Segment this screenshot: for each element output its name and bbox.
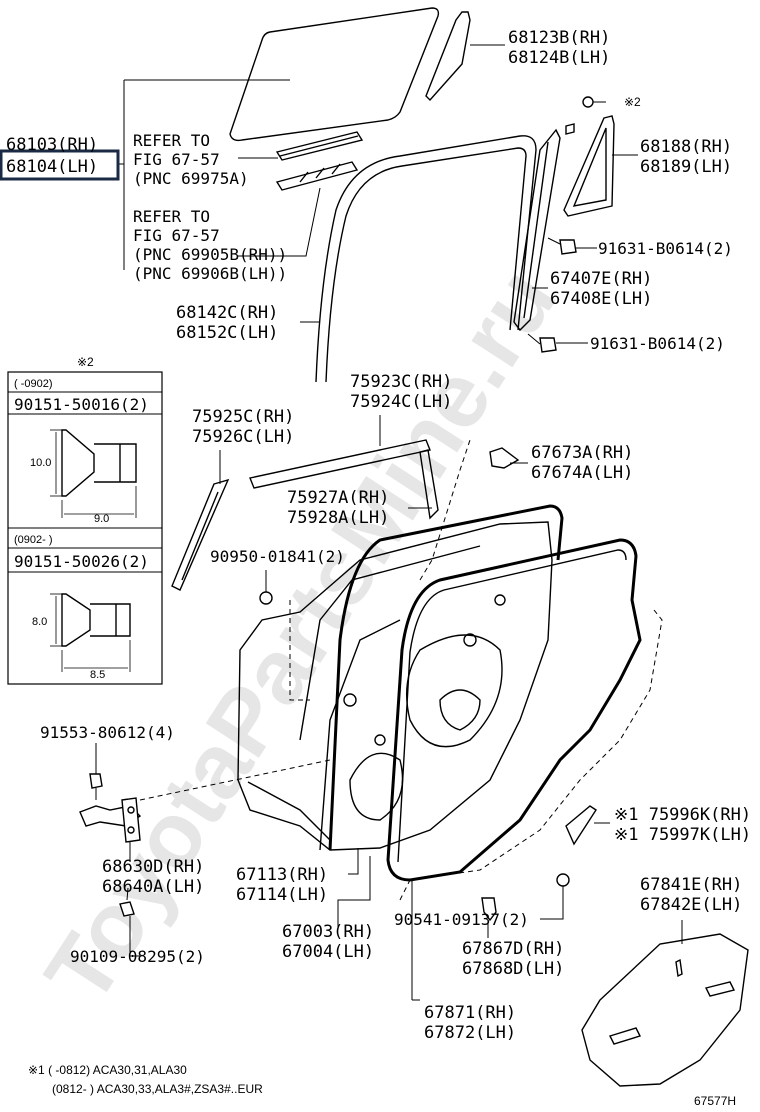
label-star2-top: ※2 — [624, 95, 641, 109]
garnish-75927A[interactable] — [419, 449, 439, 520]
inset-range-2: (0902- ) — [14, 534, 53, 546]
label-67408E[interactable]: 67408E(LH) — [550, 289, 652, 309]
refer-2-line-3[interactable]: (PNC 69905B(RH)) — [133, 245, 287, 264]
hinge-68630D[interactable] — [79, 797, 142, 843]
bolt-91631-a[interactable] — [547, 237, 577, 255]
label-67868D[interactable]: 67868D(LH) — [462, 959, 564, 979]
weatherstrip-outer[interactable] — [275, 161, 359, 191]
label-75924C[interactable]: 75924C(LH) — [350, 392, 452, 412]
pad-75996K[interactable] — [565, 805, 597, 846]
quarter-glass-68188[interactable] — [563, 115, 615, 217]
label-67872[interactable]: 67872(LH) — [424, 1023, 516, 1043]
inset-dim-1-width: 9.0 — [94, 513, 109, 525]
inset-dim-2-width: 8.5 — [90, 669, 105, 681]
inset-dim-1-height: 10.0 — [30, 457, 51, 469]
label-67871[interactable]: 67871(RH) — [424, 1003, 516, 1023]
label-91631-b[interactable]: 91631-B0614(2) — [590, 334, 725, 353]
label-67004[interactable]: 67004(LH) — [282, 942, 374, 962]
screw-90151-50026-icon — [50, 593, 131, 672]
label-75923C[interactable]: 75923C(RH) — [350, 372, 452, 392]
bolt-90109[interactable] — [119, 887, 135, 917]
clip-67867D[interactable] — [481, 897, 497, 922]
label-90541[interactable]: 90541-09137(2) — [394, 910, 529, 929]
weatherstrip-67841-outline — [139, 439, 663, 901]
label-75996K[interactable]: ※1 75996K(RH) — [614, 805, 751, 825]
clip-upper[interactable] — [565, 123, 575, 135]
label-68630D[interactable]: 68630D(RH) — [102, 857, 204, 877]
label-67003[interactable]: 67003(RH) — [282, 922, 374, 942]
plug-90541[interactable] — [556, 873, 570, 887]
label-68123B[interactable]: 68123B(RH) — [508, 28, 610, 48]
bracket-67673A[interactable] — [489, 447, 520, 469]
inset-header: ※2 — [77, 355, 94, 369]
refer-2-line-1: REFER TO — [133, 207, 210, 226]
label-68124B[interactable]: 68124B(LH) — [508, 48, 610, 68]
run-channel-68142C[interactable] — [315, 135, 537, 383]
label-68142C[interactable]: 68142C(RH) — [176, 303, 278, 323]
service-cover-67841E[interactable] — [581, 933, 749, 1087]
label-68640A[interactable]: 68640A(LH) — [102, 877, 204, 897]
label-67867D[interactable]: 67867D(RH) — [462, 939, 564, 959]
label-75926C[interactable]: 75926C(LH) — [192, 427, 294, 447]
label-75927A[interactable]: 75927A(RH) — [287, 488, 389, 508]
garnish-75925C[interactable] — [171, 478, 230, 591]
label-90109[interactable]: 90109-08295(2) — [70, 947, 205, 966]
refer-1-line-3[interactable]: (PNC 69975A) — [133, 169, 249, 188]
plug-90950[interactable] — [259, 591, 273, 605]
screw-upper[interactable] — [582, 96, 606, 108]
label-68152C[interactable]: 68152C(LH) — [176, 323, 278, 343]
inset-dim-2-height: 8.0 — [32, 616, 47, 628]
door-glass-68103[interactable] — [229, 7, 440, 142]
refer-1-line-1: REFER TO — [133, 131, 210, 150]
label-75997K[interactable]: ※1 75997K(LH) — [614, 825, 751, 845]
weatherstrip-inner[interactable] — [275, 131, 364, 161]
inset-range-1: ( -0902) — [14, 378, 53, 390]
label-75925C[interactable]: 75925C(RH) — [192, 407, 294, 427]
inset-part-90151-50026[interactable]: 90151-50026(2) — [14, 552, 149, 571]
label-67842E[interactable]: 67842E(LH) — [640, 895, 742, 915]
bolt-91631-b[interactable] — [527, 333, 557, 353]
window-channel-67407E[interactable] — [513, 128, 561, 332]
refer-2-line-4[interactable]: (PNC 69906B(LH)) — [133, 264, 287, 283]
inset-screw-details: ※2 ( -0902) 90151-50016(2) 10.0 9.0 (090… — [7, 355, 163, 685]
label-68103[interactable]: 68103(RH) — [6, 135, 98, 155]
label-68104-selected[interactable]: 68104(LH) — [6, 157, 98, 177]
quarter-glass-68123[interactable] — [425, 11, 471, 102]
leader-lines — [95, 44, 683, 1001]
screw-90151-50016-icon — [50, 429, 137, 518]
selected-part-highlight — [0, 149, 120, 181]
label-75928A[interactable]: 75928A(LH) — [287, 508, 389, 528]
inset-part-90151-50016[interactable]: 90151-50016(2) — [14, 395, 149, 414]
label-67673A[interactable]: 67673A(RH) — [531, 443, 633, 463]
refer-2-line-2[interactable]: FIG 67-57 — [133, 226, 220, 245]
footnote-line-1: ※1 ( -0812) ACA30,31,ALA30 — [28, 1063, 187, 1077]
label-68188[interactable]: 68188(RH) — [640, 137, 732, 157]
refer-1-line-2[interactable]: FIG 67-57 — [133, 150, 220, 169]
label-67407E[interactable]: 67407E(RH) — [550, 269, 652, 289]
label-91631-a[interactable]: 91631-B0614(2) — [598, 239, 733, 258]
belt-molding-75923C[interactable] — [249, 439, 431, 489]
label-67113[interactable]: 67113(RH) — [236, 865, 328, 885]
label-67114[interactable]: 67114(LH) — [236, 885, 328, 905]
label-91553[interactable]: 91553-80612(4) — [40, 723, 175, 742]
figure-number: 67577H — [694, 1094, 736, 1108]
footnote-line-2: (0812- ) ACA30,33,ALA3#,ZSA3#..EUR — [52, 1082, 263, 1096]
label-67674A[interactable]: 67674A(LH) — [531, 463, 633, 483]
weatherstrip-67871[interactable] — [328, 504, 642, 882]
label-90950[interactable]: 90950-01841(2) — [210, 547, 345, 566]
label-67841E[interactable]: 67841E(RH) — [640, 875, 742, 895]
bolt-91553[interactable] — [89, 773, 103, 800]
label-68189[interactable]: 68189(LH) — [640, 157, 732, 177]
